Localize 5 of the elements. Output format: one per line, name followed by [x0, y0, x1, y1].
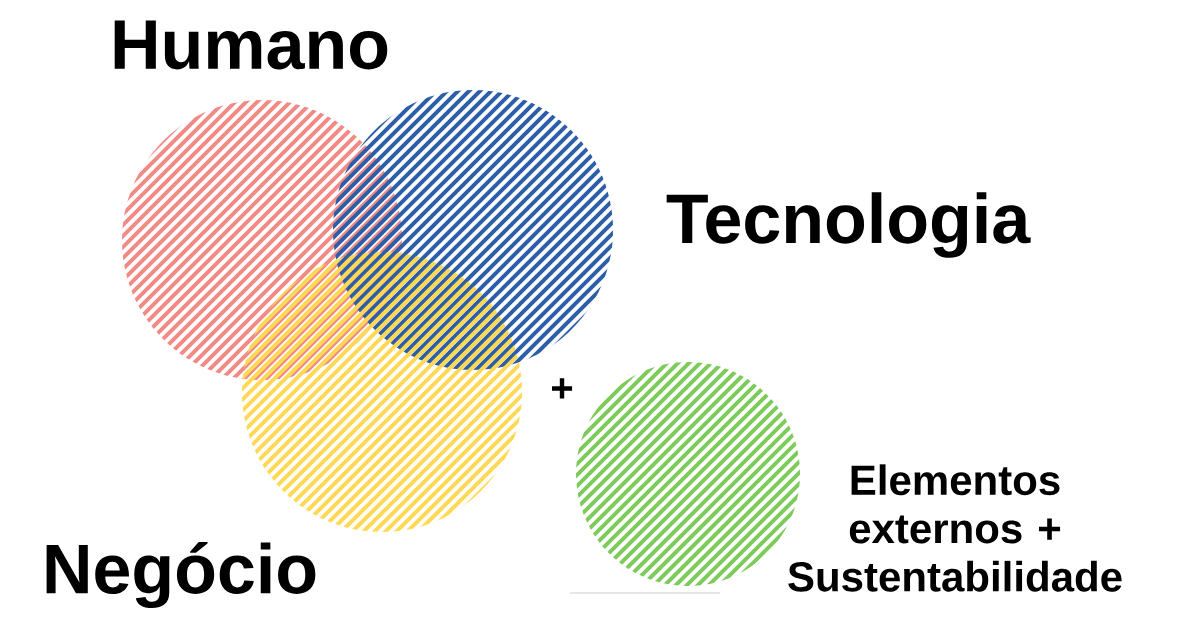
circle-label: Elementos externos + Sustentabilidade [788, 464, 1122, 592]
circle-label: Negócio [46, 541, 316, 609]
circle-label: Humano [114, 20, 388, 70]
circle-label: Tecnologia [666, 192, 1031, 258]
plus-sign: + [552, 378, 573, 399]
